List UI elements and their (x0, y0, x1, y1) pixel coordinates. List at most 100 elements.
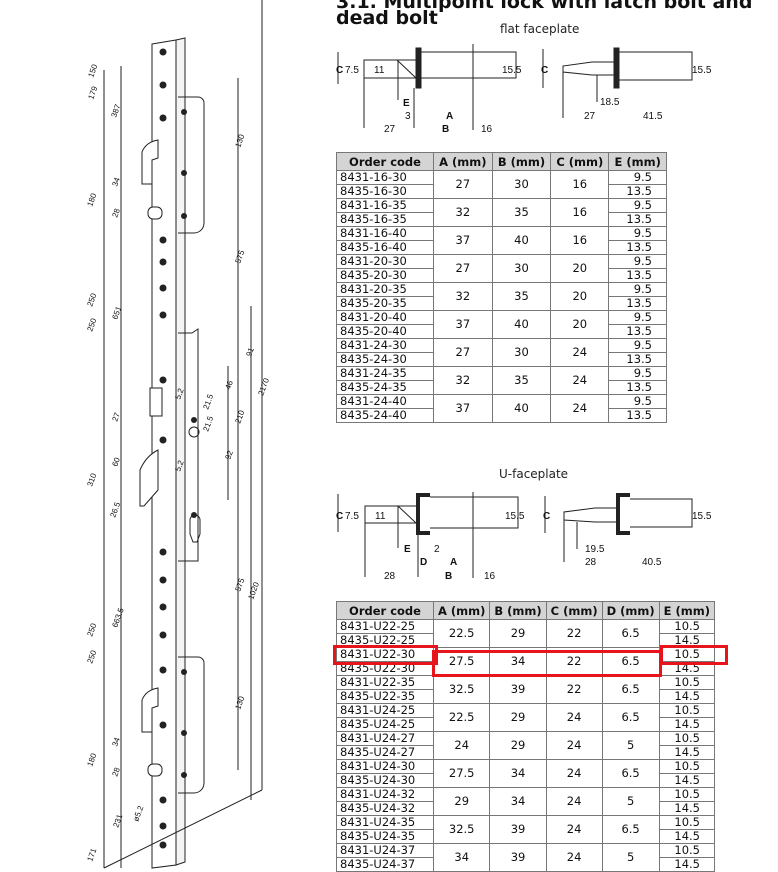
lock-dimension-label: 231 (111, 813, 124, 829)
order-code-cell: 8435-20-40 (336, 324, 434, 339)
lock-dimension-label: 663.5 (110, 606, 125, 628)
screw-icon (191, 417, 197, 423)
dimension-cell: 6.5 (601, 759, 660, 788)
dim-d: D (420, 557, 427, 568)
dimension-cell: 20 (550, 254, 610, 283)
lock-dimension-label: 5.2 (173, 387, 185, 401)
screw-hole-icon (159, 376, 167, 384)
e-value-cell: 10.5 (658, 787, 716, 802)
e-value-cell: 14.5 (658, 633, 716, 648)
lock-dimension-label: 34 (110, 176, 122, 188)
e-value-cell: 10.5 (658, 675, 716, 690)
dimension-cell: 27 (433, 338, 493, 367)
order-code-cell: 8431-24-30 (336, 338, 434, 353)
lock-dimension-label: 1020 (246, 580, 261, 600)
e-value-cell: 14.5 (658, 773, 716, 788)
dim-27: 27 (384, 124, 396, 135)
screw-hole-icon (159, 284, 167, 292)
lock-dimension-label: 179 (86, 85, 99, 101)
dimension-cell: 6.5 (601, 619, 660, 648)
order-code-cell: 8435-U24-30 (336, 773, 434, 788)
dimension-cell: 24 (432, 731, 491, 760)
dim-40-5: 40.5 (642, 557, 662, 568)
order-code-cell: 8431-20-35 (336, 282, 434, 297)
lock-dimension-label: 310 (85, 472, 98, 488)
dimension-cell: 16 (550, 198, 610, 227)
dimension-cell: 40 (491, 226, 552, 255)
dim-7-5: 7.5 (345, 511, 359, 522)
column-header: A (mm) (432, 601, 491, 620)
e-value-cell: 14.5 (658, 689, 716, 704)
dimension-cell: 16 (550, 226, 610, 255)
order-code-cell: 8435-24-30 (336, 352, 434, 367)
order-code-cell: 8431-U22-30 (336, 647, 434, 662)
screw-hole-icon (159, 603, 167, 611)
dimension-cell: 6.5 (601, 815, 660, 844)
dim-e: E (403, 98, 410, 109)
column-header: Order code (336, 601, 434, 620)
dimension-cell: 5 (601, 731, 660, 760)
column-header: C (mm) (550, 152, 610, 171)
e-value-cell: 9.5 (608, 198, 667, 213)
screw-hole-icon (159, 721, 167, 729)
e-value-cell: 9.5 (608, 282, 667, 297)
lock-dimension-label: 46 (223, 379, 235, 391)
column-header: B (mm) (491, 152, 552, 171)
column-header: E (mm) (608, 152, 667, 171)
screw-icon (181, 772, 187, 778)
lock-dimension-label: 28 (110, 207, 122, 219)
lock-dimension-label: 21.5 (201, 414, 215, 432)
lock-dimension-label: 130 (233, 695, 246, 711)
dim-15-5: 15.5 (505, 511, 525, 522)
dim-c: C (336, 511, 343, 522)
dimension-cell: 32.5 (432, 815, 491, 844)
dim-a: A (450, 557, 457, 568)
flat-faceplate-title: flat faceplate (500, 22, 580, 36)
dim-11: 11 (375, 511, 386, 522)
flat-faceplate-diagram-right: C 15.5 18.5 27 41.5 (541, 47, 712, 122)
screw-hole-icon (159, 258, 167, 266)
dimension-cell: 24 (545, 815, 603, 844)
e-value-cell: 13.5 (608, 268, 667, 283)
screw-hole-icon (159, 822, 167, 830)
lock-dimension-label: 210 (233, 409, 246, 425)
dimension-cell: 29 (489, 703, 547, 732)
order-code-cell: 8435-16-35 (336, 212, 434, 227)
lock-dimension-label: 27 (110, 411, 122, 423)
lock-dimension-label: 180 (85, 752, 98, 768)
dimension-cell: 30 (491, 254, 552, 283)
u-faceplate-diagram-right: C 15.5 19.5 28 40.5 (543, 493, 712, 568)
order-code-cell: 8435-U24-32 (336, 801, 434, 816)
screw-icon (191, 512, 197, 518)
dimension-cell: 35 (491, 366, 552, 395)
dim-15-5: 15.5 (692, 65, 712, 76)
dimension-cell: 30 (491, 338, 552, 367)
screw-hole-icon (159, 841, 167, 849)
screw-hole-icon (159, 548, 167, 556)
screw-icon (181, 669, 187, 675)
e-value-cell: 9.5 (608, 394, 667, 409)
order-code-cell: 8435-U22-25 (336, 633, 434, 648)
column-header: D (mm) (601, 601, 660, 620)
dimension-cell: 32 (433, 282, 493, 311)
dim-e: E (404, 544, 411, 555)
dimension-cell: 32 (433, 198, 493, 227)
lock-dimension-label: 21.5 (201, 392, 215, 410)
order-code-cell: 8435-24-35 (336, 380, 434, 395)
dimension-cell: 40 (491, 310, 552, 339)
section-heading-line1: 3.1. Multipoint lock with latch bolt and (336, 0, 753, 13)
order-code-cell: 8431-U24-30 (336, 759, 434, 774)
dimension-cell: 24 (550, 338, 610, 367)
